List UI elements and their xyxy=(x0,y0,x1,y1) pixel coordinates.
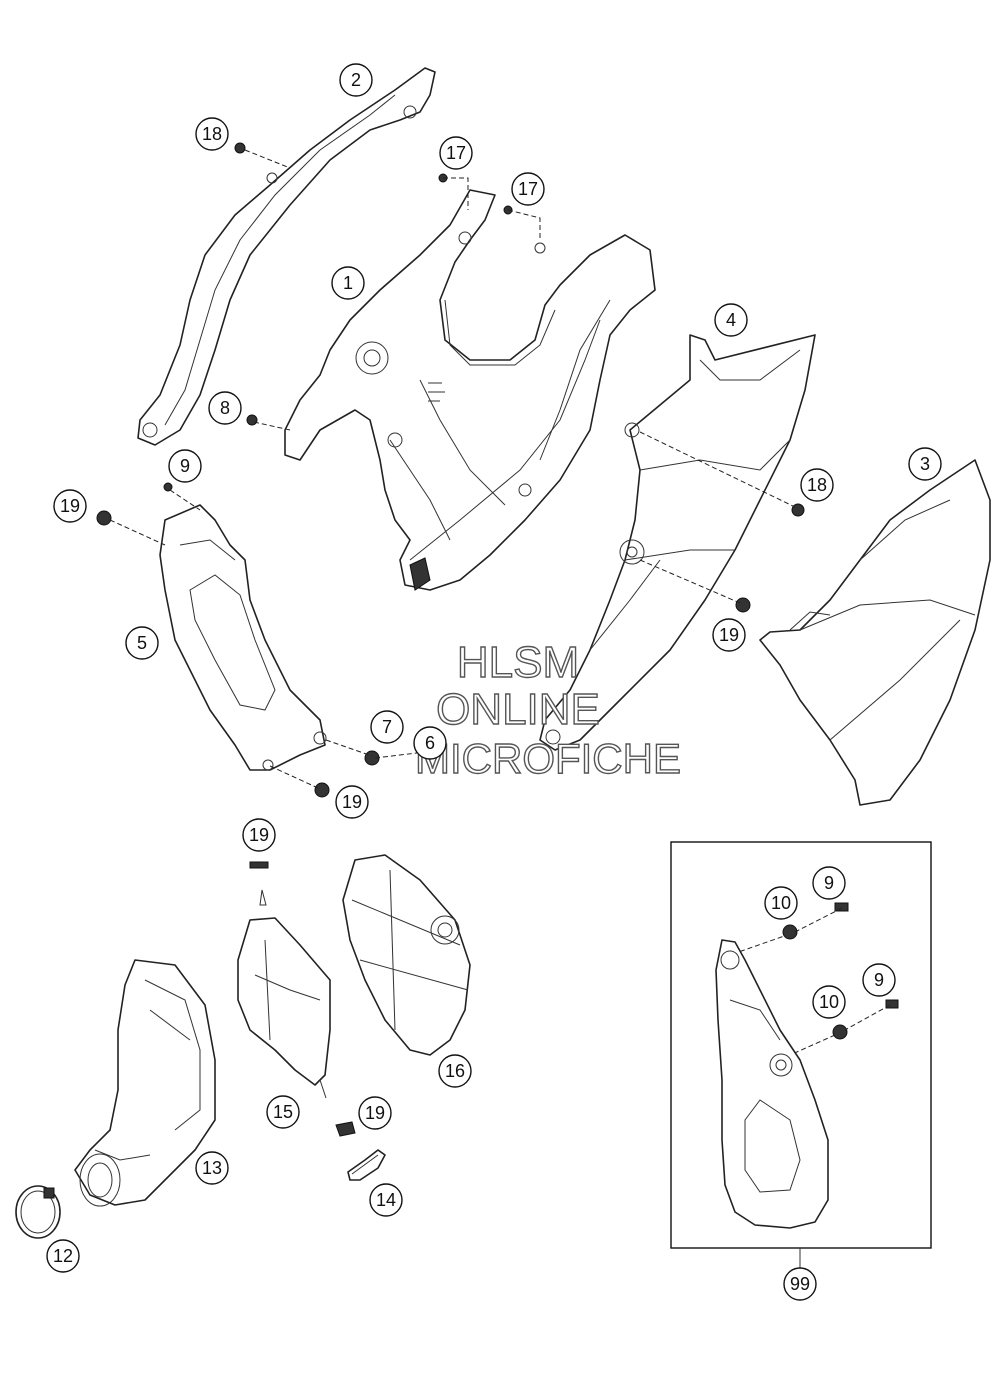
svg-text:4: 4 xyxy=(726,310,736,330)
callout-15: 15 xyxy=(266,1095,300,1129)
callout-19-d: 19 xyxy=(242,818,276,852)
part-16-filter-cover xyxy=(342,854,471,1056)
watermark-line-2: ONLINE xyxy=(436,685,600,734)
svg-text:16: 16 xyxy=(445,1061,465,1081)
callout-13: 13 xyxy=(195,1151,229,1185)
callout-18-a: 18 xyxy=(195,117,229,151)
svg-text:5: 5 xyxy=(137,633,147,653)
part-4-side-panel xyxy=(539,334,816,751)
svg-text:10: 10 xyxy=(819,992,839,1012)
callout-3: 3 xyxy=(908,447,942,481)
callout-17-a: 17 xyxy=(439,136,473,170)
callout-10-b: 10 xyxy=(812,985,846,1019)
part-5-airbox-frame xyxy=(159,504,327,771)
callout-1: 1 xyxy=(331,266,365,300)
callout-19-b: 19 xyxy=(712,618,746,652)
callout-16: 16 xyxy=(438,1054,472,1088)
callout-8: 8 xyxy=(208,391,242,425)
svg-text:9: 9 xyxy=(824,873,834,893)
svg-text:19: 19 xyxy=(60,496,80,516)
svg-text:17: 17 xyxy=(446,143,466,163)
callout-19-c: 19 xyxy=(335,785,369,819)
callout-9-c: 9 xyxy=(862,963,896,997)
svg-text:9: 9 xyxy=(180,456,190,476)
watermark-line-1: HLSM xyxy=(457,638,579,687)
callouts: 1 2 3 4 5 6 7 8 9 9 9 10 10 12 13 14 15 … xyxy=(46,63,942,1301)
svg-text:9: 9 xyxy=(874,970,884,990)
callout-19-e: 19 xyxy=(358,1096,392,1130)
callout-9-a: 9 xyxy=(168,449,202,483)
svg-text:19: 19 xyxy=(365,1103,385,1123)
svg-text:19: 19 xyxy=(249,825,269,845)
callout-18-b: 18 xyxy=(800,468,834,502)
svg-text:2: 2 xyxy=(351,70,361,90)
callout-6: 6 xyxy=(413,726,447,760)
svg-text:1: 1 xyxy=(343,273,353,293)
callout-7: 7 xyxy=(370,710,404,744)
callout-99: 99 xyxy=(783,1267,817,1301)
svg-text:6: 6 xyxy=(425,733,435,753)
inset-kit-99 xyxy=(670,841,932,1268)
svg-text:18: 18 xyxy=(202,124,222,144)
svg-text:13: 13 xyxy=(202,1158,222,1178)
svg-text:3: 3 xyxy=(920,454,930,474)
callout-17-b: 17 xyxy=(511,172,545,206)
callout-19-a: 19 xyxy=(53,489,87,523)
svg-text:7: 7 xyxy=(382,717,392,737)
svg-text:10: 10 xyxy=(771,893,791,913)
callout-10-a: 10 xyxy=(764,886,798,920)
callout-9-b: 9 xyxy=(812,866,846,900)
svg-text:14: 14 xyxy=(376,1190,396,1210)
svg-text:15: 15 xyxy=(273,1102,293,1122)
part-1-main-shroud xyxy=(284,189,656,591)
part-2-trim-strip xyxy=(137,67,436,446)
callout-5: 5 xyxy=(125,626,159,660)
callout-4: 4 xyxy=(714,303,748,337)
part-13-intake-boot xyxy=(74,959,216,1207)
svg-text:18: 18 xyxy=(807,475,827,495)
svg-text:19: 19 xyxy=(719,625,739,645)
svg-text:8: 8 xyxy=(220,398,230,418)
watermark-line-3: MICROFICHE xyxy=(415,735,681,782)
inset-box xyxy=(670,841,932,1249)
callout-2: 2 xyxy=(339,63,373,97)
part-12-hose-clamp xyxy=(15,1185,61,1239)
part-15-filter-cage xyxy=(237,889,331,1099)
svg-text:99: 99 xyxy=(790,1274,810,1294)
callout-12: 12 xyxy=(46,1239,80,1273)
part-3-number-plate-panel xyxy=(759,459,991,806)
watermark: HLSM ONLINE MICROFICHE xyxy=(414,637,681,782)
callout-14: 14 xyxy=(369,1183,403,1217)
svg-text:17: 17 xyxy=(518,179,538,199)
part-14-bracket xyxy=(347,1149,386,1181)
svg-text:12: 12 xyxy=(53,1246,73,1266)
svg-text:19: 19 xyxy=(342,792,362,812)
